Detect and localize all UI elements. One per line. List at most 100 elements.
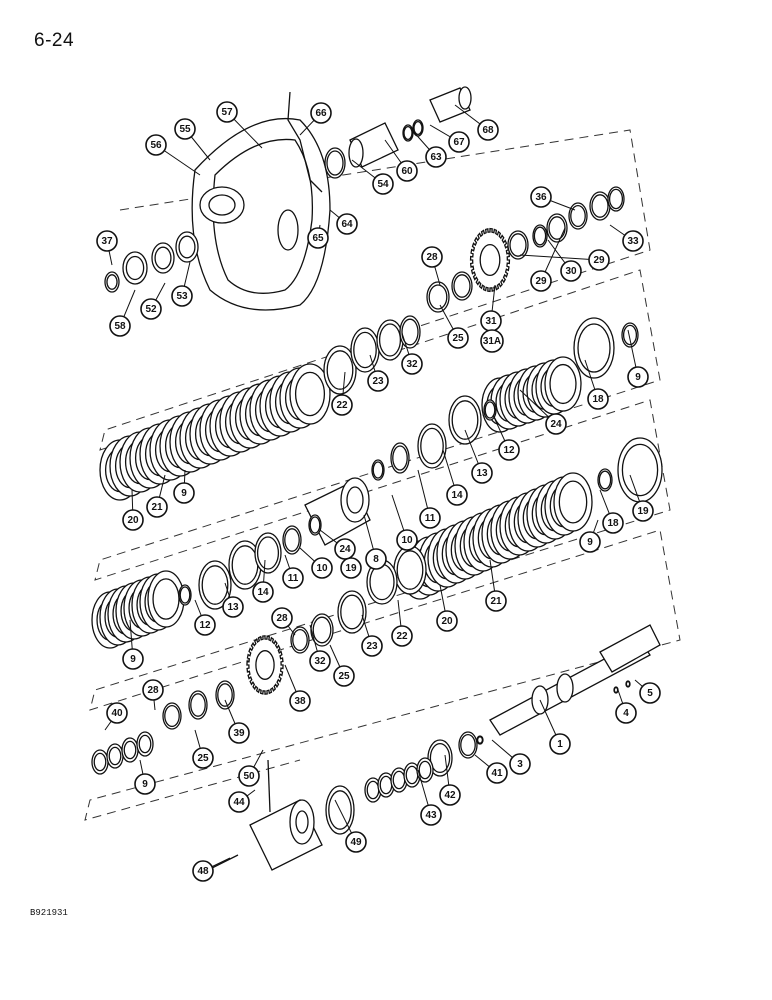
callout-19: 19 <box>340 557 362 579</box>
callout-label: 14 <box>257 587 269 598</box>
callout-label: 20 <box>441 616 453 627</box>
clutch-pack-lower <box>400 472 593 600</box>
callout-label: 9 <box>587 537 593 548</box>
callout-label: 18 <box>592 394 604 405</box>
callout-label: 30 <box>565 266 577 277</box>
callout-3: 3 <box>509 753 531 775</box>
ring-25 <box>451 271 473 301</box>
callout-label: 64 <box>341 219 353 230</box>
callout-33: 33 <box>622 230 644 252</box>
ring-14b <box>254 532 282 574</box>
callout-label: 29 <box>593 255 605 266</box>
callout-57: 57 <box>216 101 238 123</box>
main-shaft <box>489 624 661 736</box>
callout-9: 9 <box>627 366 649 388</box>
spline-shaft-68 <box>429 86 472 123</box>
callout-66: 66 <box>310 102 332 124</box>
callout-36: 36 <box>530 186 552 208</box>
bolt-48 <box>211 854 239 869</box>
callout-14: 14 <box>252 581 274 603</box>
callout-label: 14 <box>451 490 463 501</box>
callout-label: 13 <box>227 602 239 613</box>
ring-63 <box>402 124 414 142</box>
callout-37: 37 <box>96 230 118 252</box>
oil-tube <box>287 91 323 193</box>
callout-60: 60 <box>396 160 418 182</box>
ring-9 <box>621 322 639 348</box>
callout-23: 23 <box>361 635 383 657</box>
callout-label: 12 <box>503 445 515 456</box>
callout-29: 29 <box>588 249 610 271</box>
callout-label: 4 <box>623 708 629 719</box>
group-outline <box>84 129 681 821</box>
callout-24: 24 <box>545 413 567 435</box>
callout-label: 11 <box>425 513 436 524</box>
cup-53 <box>175 231 199 263</box>
bearing-58 <box>122 251 148 285</box>
callout-28: 28 <box>142 679 164 701</box>
piston-12 <box>448 395 482 445</box>
seal-54 <box>324 147 346 179</box>
cone-52 <box>151 242 175 274</box>
callout-68: 68 <box>477 119 499 141</box>
ring-33 <box>607 186 625 212</box>
sleeve <box>348 122 399 168</box>
piston-18b <box>617 437 663 503</box>
callout-label: 21 <box>151 502 163 513</box>
callout-label: 24 <box>550 419 562 430</box>
clutch-pack-24 <box>481 356 582 433</box>
callout-32: 32 <box>309 650 331 672</box>
callout-label: 9 <box>635 372 641 383</box>
callout-9: 9 <box>134 773 156 795</box>
callout-43: 43 <box>420 804 442 826</box>
callout-56: 56 <box>145 134 167 156</box>
rings-43 <box>364 757 434 803</box>
callout-label: 12 <box>199 620 211 631</box>
callout-label: 9 <box>142 779 148 790</box>
callout-12: 12 <box>498 439 520 461</box>
callout-label: 10 <box>401 535 413 546</box>
callout-1: 1 <box>549 733 571 755</box>
callout-38: 38 <box>289 690 311 712</box>
callout-label: 28 <box>147 685 159 696</box>
ring-32 <box>376 319 404 361</box>
callout-label: 1 <box>557 739 563 750</box>
ring-23 <box>350 327 380 373</box>
callout-67: 67 <box>448 131 470 153</box>
callout-label: 60 <box>401 166 413 177</box>
callout-9: 9 <box>173 482 195 504</box>
callout-30: 30 <box>560 260 582 282</box>
callout-label: 33 <box>627 236 639 247</box>
bearing-29b <box>546 213 568 243</box>
callout-25: 25 <box>447 327 469 349</box>
bearing-39 <box>215 680 235 710</box>
callout-label: 9 <box>181 488 187 499</box>
callout-29: 29 <box>530 270 552 292</box>
callout-label: 23 <box>366 641 378 652</box>
ring-36 <box>589 191 611 221</box>
callout-label: 55 <box>179 124 191 135</box>
gear-38 <box>246 635 284 695</box>
callout-label: 36 <box>535 192 547 203</box>
ring-28b <box>290 626 310 654</box>
ring-10b <box>308 514 322 536</box>
callout-label: 50 <box>243 771 255 782</box>
ball-5 <box>625 680 631 688</box>
callout-63: 63 <box>425 146 447 168</box>
callout-label: 21 <box>490 596 502 607</box>
callout-10: 10 <box>396 529 418 551</box>
callout-41: 41 <box>486 762 508 784</box>
ring-32b <box>337 590 367 634</box>
callout-label: 25 <box>197 753 209 764</box>
gear-31 <box>469 227 511 293</box>
callout-label: 31 <box>485 316 497 327</box>
piston-18 <box>573 317 615 379</box>
coupler-44 <box>249 799 323 871</box>
callout-9: 9 <box>579 531 601 553</box>
bearing-29 <box>507 230 529 260</box>
callout-19: 19 <box>632 500 654 522</box>
callout-label: 56 <box>150 140 162 151</box>
ring-11 <box>390 442 410 474</box>
callout-44: 44 <box>228 791 250 813</box>
callout-32: 32 <box>401 353 423 375</box>
